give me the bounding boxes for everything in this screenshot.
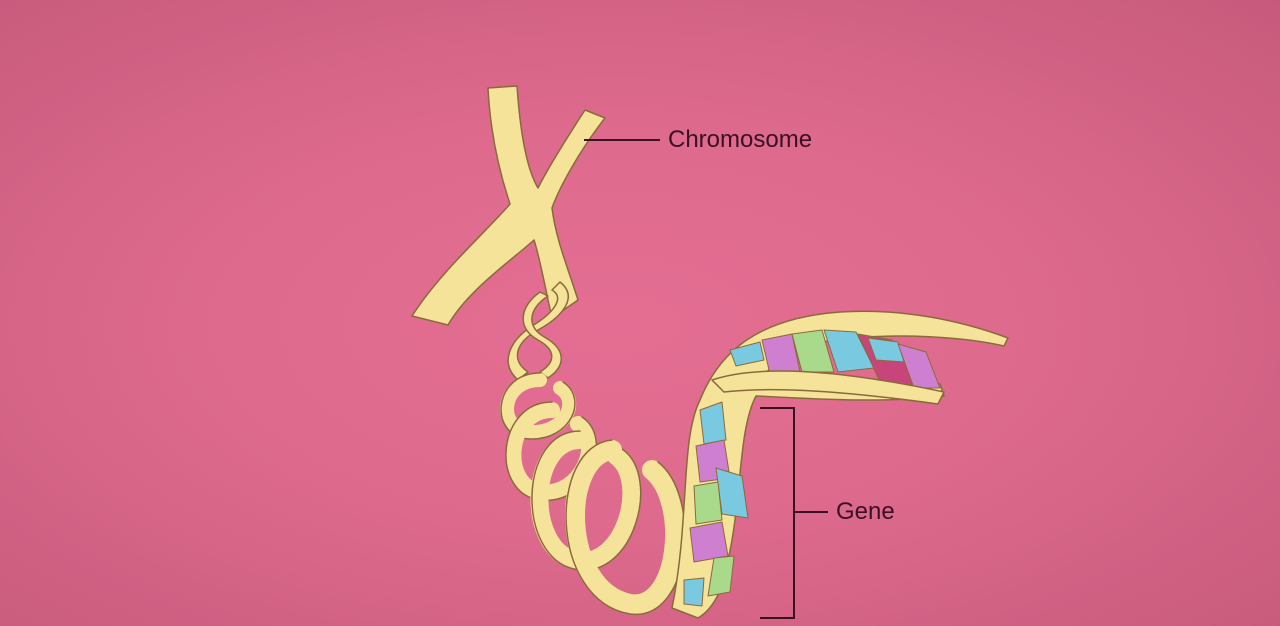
twisted-strand-b <box>522 291 562 379</box>
base-pair <box>683 577 705 607</box>
base-pair <box>791 329 835 373</box>
base-pair <box>699 401 727 445</box>
dna-helix-front-strand <box>711 370 945 405</box>
base-pair <box>693 481 723 525</box>
chromosome-shape <box>411 85 606 326</box>
base-pair <box>689 521 729 563</box>
coil-1-outline <box>500 372 576 440</box>
chromosome-label: Chromosome <box>668 126 813 153</box>
base-pair <box>707 555 735 597</box>
base-pairs <box>683 329 941 607</box>
gene-bracket <box>760 407 828 619</box>
base-pair <box>867 337 905 363</box>
base-pair <box>897 343 941 389</box>
coil-4 <box>565 440 686 615</box>
coil-1 <box>500 373 577 439</box>
base-pair <box>729 341 765 367</box>
gene-label: Gene <box>836 498 895 525</box>
coil-3-outline <box>531 430 642 571</box>
